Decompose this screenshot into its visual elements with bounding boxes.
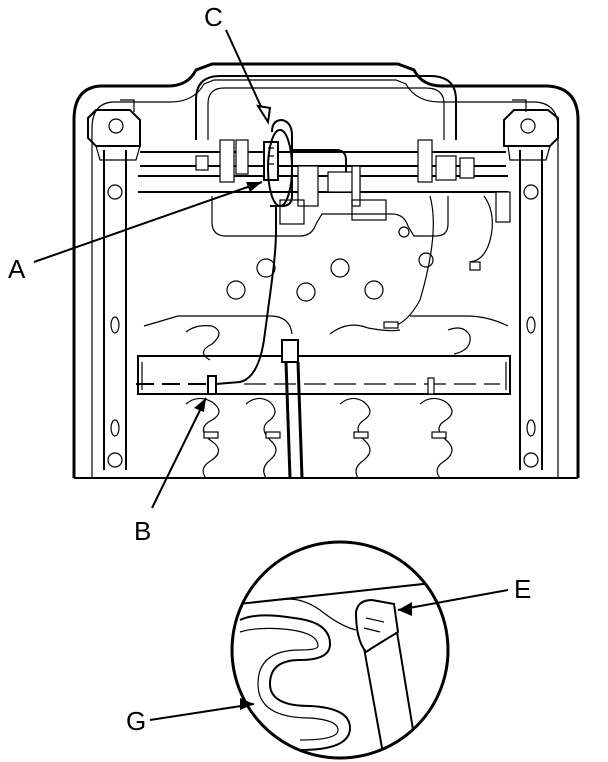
callout-label-a: A (8, 254, 26, 284)
lower-springs (185, 321, 453, 479)
center-support-panel (211, 196, 449, 237)
callout-label-g: G (126, 706, 146, 736)
lower-cross-bar (137, 355, 511, 395)
harness-wire (215, 206, 277, 385)
top-bar-loop (195, 75, 457, 140)
rail-holes (107, 184, 539, 468)
lower-bar-detail (141, 362, 507, 390)
detail-spring (239, 614, 352, 751)
seat-frame-inner-outline (91, 79, 559, 478)
callout-label-e: E (514, 574, 531, 604)
harness-wire-branch (292, 149, 347, 172)
callout-label-c: C (204, 2, 223, 32)
bar-clip-right (427, 377, 435, 395)
center-wire (393, 195, 434, 327)
detail-clip-e (354, 598, 400, 654)
strap-clip (281, 339, 299, 363)
detail-circle (230, 540, 450, 760)
seat-frame-outline (72, 62, 580, 478)
harness-wire-upper (270, 118, 293, 207)
detail-frame-edge (232, 579, 448, 607)
left-side-rail (103, 150, 127, 470)
detail-spring-inner (239, 627, 339, 741)
callout-leaders (33, 29, 509, 721)
left-hinge-bracket (87, 99, 141, 161)
callout-label-b: B (134, 516, 151, 546)
callout-c-highlight (267, 129, 293, 207)
top-bar-loop-inner (207, 87, 445, 140)
right-hinge-bracket (503, 99, 559, 161)
seat-frame-main-view (72, 62, 580, 479)
right-side-rail (519, 150, 543, 470)
rod-components (195, 139, 511, 271)
detail-view (230, 540, 450, 760)
right-wire (469, 195, 493, 263)
strap (284, 361, 304, 479)
panel-cutouts (226, 226, 434, 302)
seat-springs (143, 315, 509, 361)
clip-b (207, 375, 217, 395)
